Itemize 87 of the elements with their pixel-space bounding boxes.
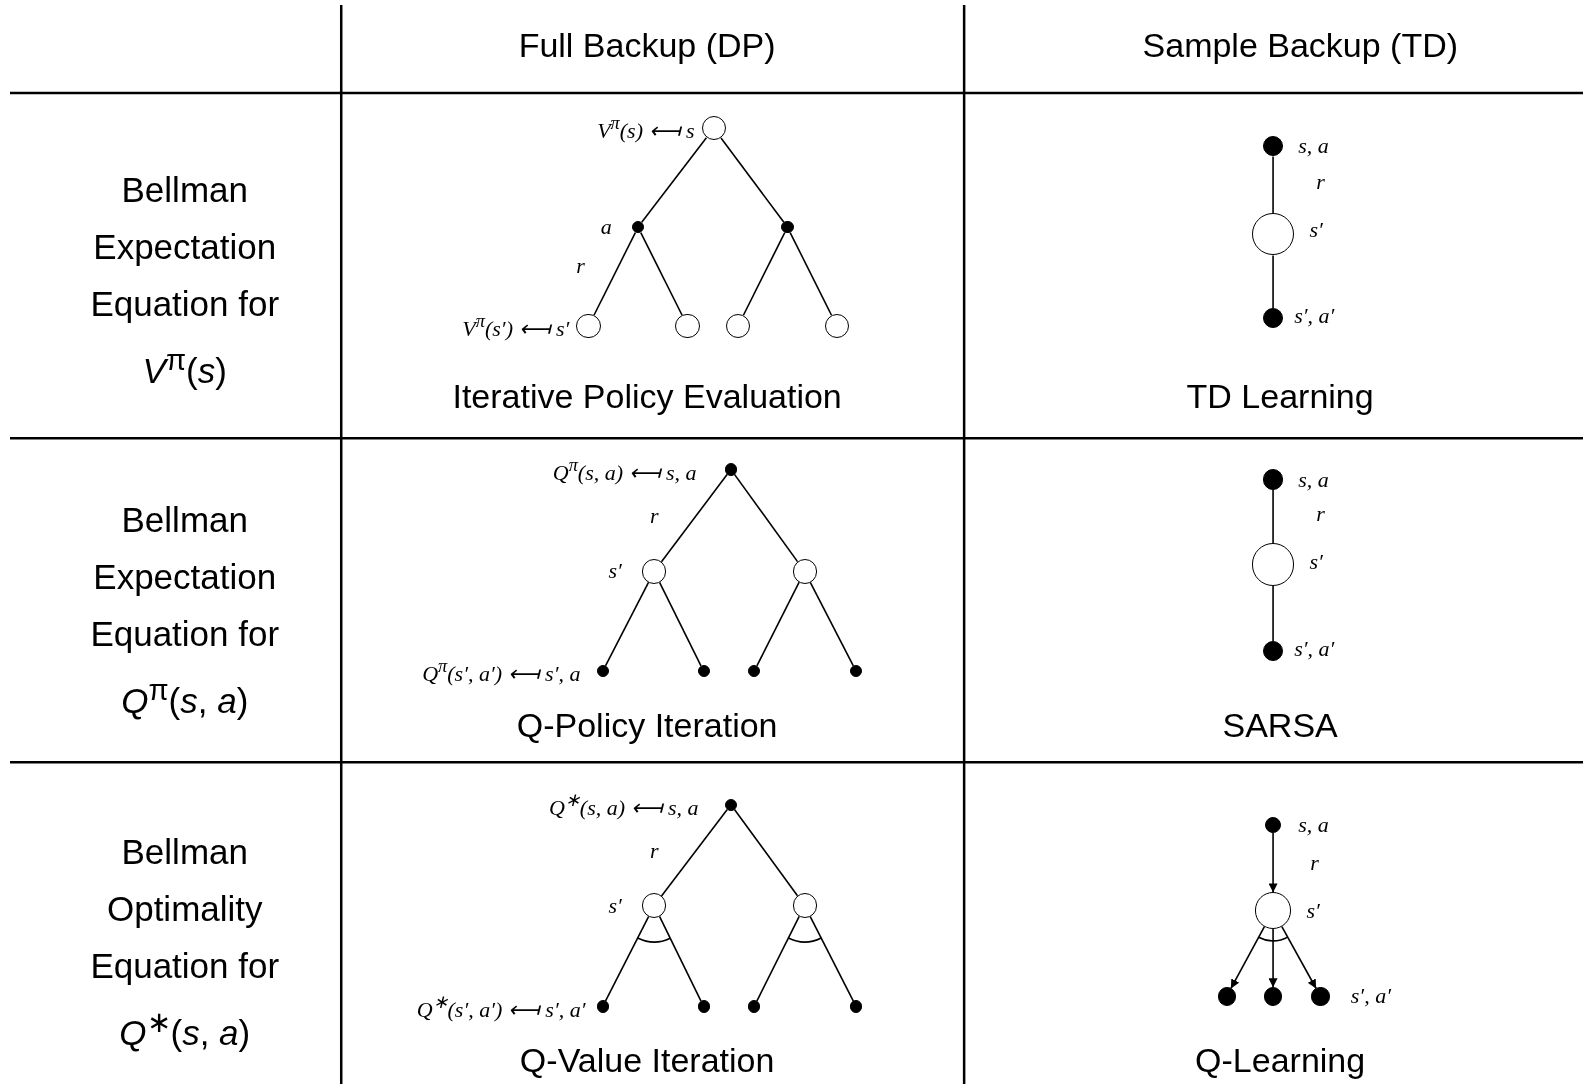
- connector-line: [658, 915, 702, 1002]
- connector-line: [660, 473, 729, 563]
- dot-node: [1262, 307, 1284, 329]
- math-label: s′: [1306, 899, 1320, 922]
- connector-line: [789, 231, 833, 317]
- row-header: Bellman Expectation Equation for Q$^{π}$(s, a): [89, 498, 281, 722]
- connector-line: [639, 231, 683, 317]
- dot-node: [724, 463, 737, 476]
- connector-line: [1272, 155, 1274, 214]
- dot-node: [596, 665, 609, 678]
- dot-node: [697, 665, 710, 678]
- connector-line: [1272, 488, 1274, 544]
- dot-node: [697, 1000, 710, 1013]
- caption: SARSA: [1222, 705, 1338, 745]
- math-label: s′, a′: [1350, 985, 1391, 1008]
- arrow: [1230, 925, 1266, 990]
- column-header: Sample Backup (TD): [1142, 25, 1459, 65]
- circle-node: [1251, 543, 1295, 586]
- connector-line: [809, 915, 855, 1002]
- dot-node: [1265, 816, 1282, 833]
- dot-node: [596, 1000, 609, 1013]
- dot-node: [748, 665, 761, 678]
- connector-line: [733, 808, 799, 897]
- dot-node: [1217, 987, 1236, 1006]
- arrow: [1268, 832, 1278, 894]
- dot-node: [1311, 987, 1330, 1006]
- connector-line: [756, 915, 800, 1002]
- caption: Q-Policy Iteration: [516, 705, 778, 745]
- math-label: s′, a′: [1294, 638, 1335, 661]
- math-label: s′, a′: [1294, 305, 1335, 327]
- dot-node: [781, 221, 794, 234]
- caption: TD Learning: [1186, 376, 1374, 416]
- connector-line: [756, 581, 800, 667]
- circle-node: [642, 893, 667, 918]
- math-label: a: [600, 216, 612, 239]
- connector-line: [1272, 584, 1274, 642]
- math-label: V$^{π}$(s′) ⟻ s′: [462, 312, 570, 340]
- arrow: [1281, 925, 1317, 990]
- connector-line: [593, 231, 637, 317]
- circle-node: [725, 313, 751, 339]
- circle-node: [1254, 892, 1292, 929]
- dot-node: [1262, 641, 1284, 662]
- math-label: s, a: [1298, 813, 1329, 836]
- connector-line: [742, 231, 786, 317]
- math-label: s′: [608, 560, 622, 583]
- connector-line: [720, 137, 785, 224]
- connector-line: [604, 915, 650, 1002]
- math-label: s′: [1309, 219, 1323, 242]
- column-header: Full Backup (DP): [518, 25, 776, 65]
- row-header: Bellman Optimality Equation for Q$^{∗}$(s, a): [89, 831, 281, 1054]
- circle-node: [1251, 213, 1295, 256]
- math-label: V$^{π}$(s) ⟻ s: [597, 114, 695, 142]
- circle-node: [792, 893, 817, 918]
- arrow: [1268, 928, 1278, 989]
- circle-node: [576, 313, 601, 339]
- circle-node: [701, 116, 726, 141]
- dot-node: [724, 798, 737, 811]
- circle-node: [824, 313, 850, 339]
- dot-node: [850, 665, 863, 678]
- caption: Iterative Policy Evaluation: [452, 376, 842, 416]
- connector-line: [733, 473, 799, 563]
- math-label: s, a: [1298, 468, 1329, 491]
- dot-node: [748, 1000, 761, 1013]
- dot-node: [1262, 469, 1284, 490]
- connector-line: [604, 581, 650, 667]
- math-label: Q$^{π}$(s′, a′) ⟻ s′, a: [422, 657, 581, 685]
- math-label: s′: [608, 894, 622, 917]
- math-label: Q$^{∗}$(s′, a′) ⟻ s′, a′: [416, 992, 586, 1021]
- connector-line: [1272, 254, 1274, 309]
- row-header: Bellman Expectation Equation for V$^{π}$(s): [89, 168, 281, 392]
- dot-node: [850, 1000, 863, 1013]
- caption: Q-Value Iteration: [519, 1040, 775, 1080]
- math-label: s, a: [1298, 135, 1329, 158]
- connector-line: [658, 581, 702, 667]
- math-label: Q$^{∗}$(s, a) ⟻ s, a: [548, 790, 699, 819]
- connector-line: [809, 581, 855, 667]
- caption: Q-Learning: [1195, 1040, 1366, 1080]
- math-label: s′: [1309, 551, 1323, 574]
- connector-line: [660, 808, 729, 897]
- circle-node: [642, 559, 667, 584]
- connector-line: [640, 137, 708, 224]
- dot-node: [1263, 987, 1283, 1006]
- circle-node: [792, 559, 817, 584]
- dot-node: [1262, 136, 1284, 157]
- circle-node: [675, 313, 700, 339]
- math-label: Q$^{π}$(s, a) ⟻ s, a: [552, 456, 697, 485]
- dot-node: [632, 221, 645, 234]
